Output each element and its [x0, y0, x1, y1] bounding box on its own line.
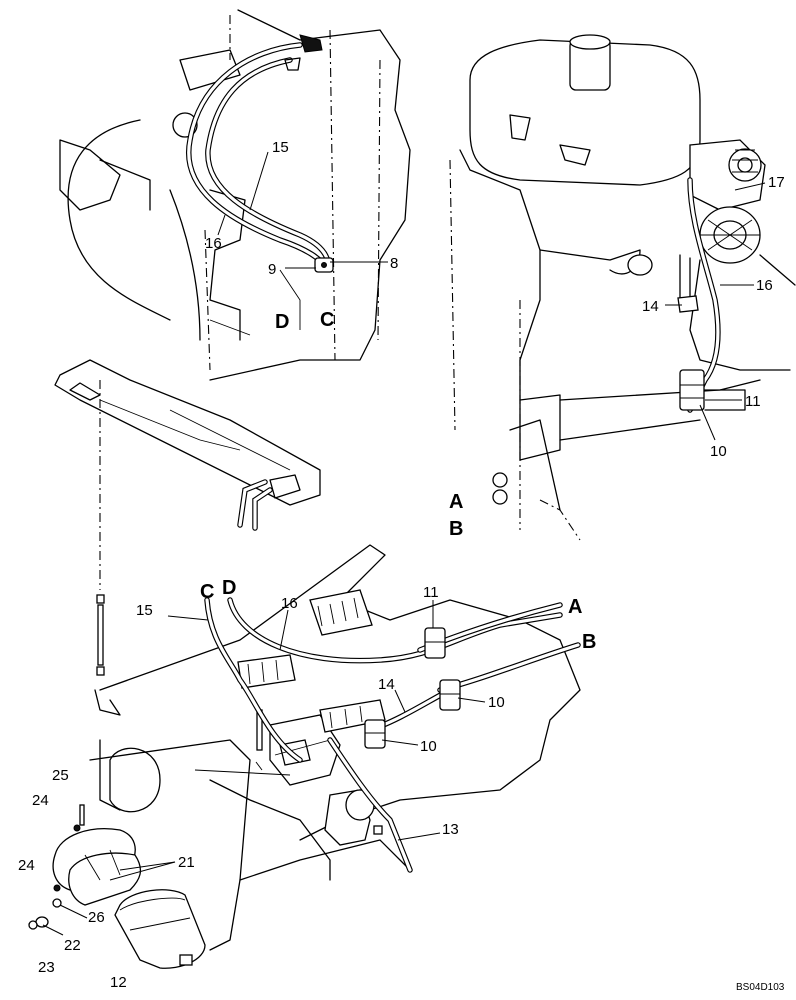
callout-16: 16: [281, 595, 298, 612]
callout-15: 15: [136, 602, 153, 619]
callout-26: 26: [88, 909, 105, 926]
connection-label-d: D: [222, 577, 237, 599]
chassis-lower: [89, 544, 581, 951]
callout-14: 14: [642, 298, 659, 315]
connection-label-c: C: [320, 309, 335, 331]
drawing-code: BS04D103: [736, 982, 785, 993]
callout-11: 11: [745, 393, 761, 410]
connection-label-a: A: [568, 596, 583, 618]
callout-23: 23: [38, 959, 55, 976]
connection-label-c: C: [200, 581, 215, 603]
callout-11: 11: [423, 584, 439, 601]
callout-16: 16: [756, 277, 773, 294]
callout-10: 10: [420, 738, 437, 755]
engine-left-view: [59, 9, 411, 381]
callout-12: 12: [110, 974, 127, 991]
callout-17: 17: [768, 174, 785, 191]
callout-15: 15: [272, 139, 289, 156]
callout-10: 10: [710, 443, 727, 460]
callout-13: 13: [442, 821, 459, 838]
callout-25: 25: [52, 767, 69, 784]
engine-right-view: [449, 34, 796, 541]
filter-assembly: [28, 804, 206, 969]
connection-label-a: A: [449, 491, 464, 513]
cover-plate: [54, 359, 321, 676]
callout-10: 10: [488, 694, 505, 711]
connection-label-b: B: [449, 518, 464, 540]
connection-label-d: D: [275, 311, 290, 333]
callout-24: 24: [18, 857, 35, 874]
callout-24: 24: [32, 792, 49, 809]
callout-21: 21: [178, 854, 195, 871]
callout-14: 14: [378, 676, 395, 693]
callout-8: 8: [390, 255, 399, 272]
callout-16: 16: [205, 235, 222, 252]
callout-9: 9: [268, 261, 277, 278]
connection-label-b: B: [582, 631, 597, 653]
callout-22: 22: [64, 937, 81, 954]
leader-lines: [42, 151, 766, 936]
